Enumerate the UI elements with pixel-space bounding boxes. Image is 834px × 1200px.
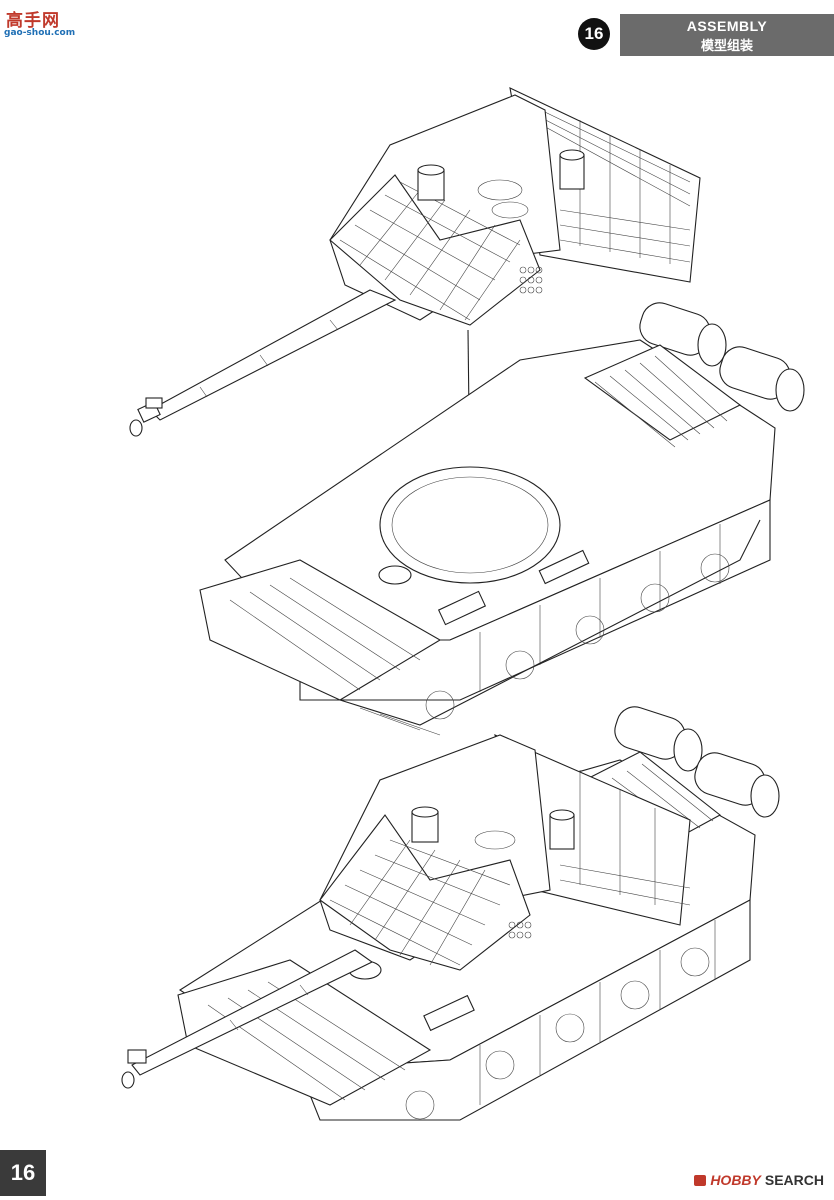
page-number: 16 [0, 1150, 46, 1196]
watermark-logo: 高手网 gao-shou.com [4, 6, 82, 42]
source-name-gray: SEARCH [764, 1172, 824, 1188]
section-header: ASSEMBLY 模型组装 [620, 14, 834, 56]
hull-figure [199, 302, 805, 736]
source-name-red: HOBBY [710, 1172, 761, 1188]
source-watermark: HOBBY SEARCH [694, 1172, 824, 1188]
watermark-title: 高手网 [6, 11, 60, 31]
section-title-en: ASSEMBLY [686, 18, 768, 34]
turret-exploded-figure [129, 87, 701, 437]
section-title-cn: 模型组装 [700, 38, 753, 53]
step-number-badge: 16 [578, 18, 610, 50]
watermark-url: gao-shou.com [4, 28, 76, 38]
camera-icon [694, 1174, 707, 1186]
tank-assembled-figure [121, 706, 780, 1121]
